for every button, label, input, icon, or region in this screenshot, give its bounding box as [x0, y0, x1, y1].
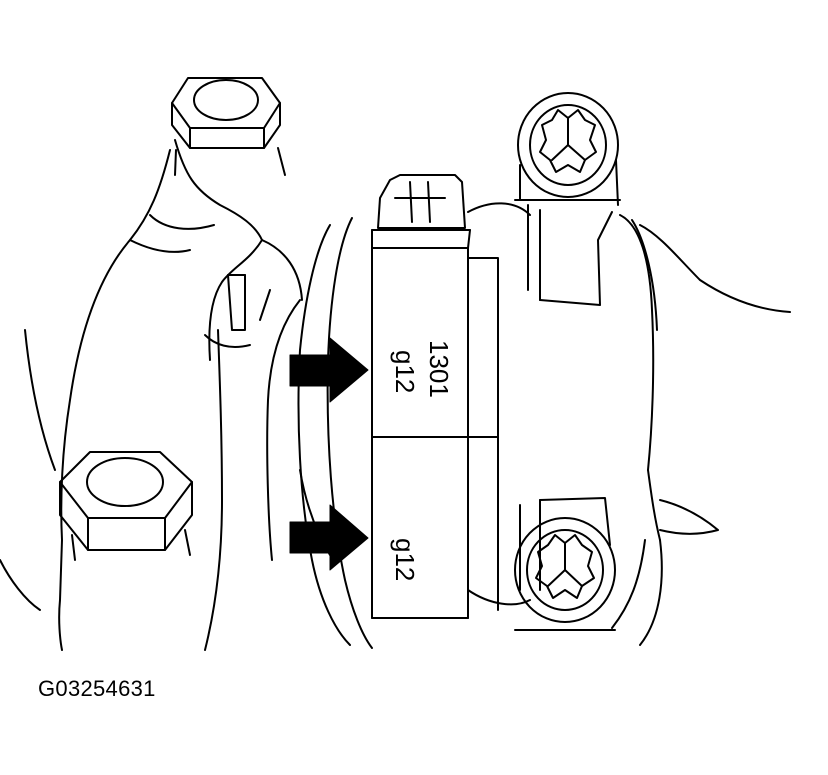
lower-left-hex-nut — [59, 451, 193, 561]
lower-right-torx-bolt — [514, 517, 616, 623]
lower-arrow-icon — [289, 504, 369, 571]
upper-code-label: 1301 — [424, 340, 454, 398]
upper-left-hex-nut — [171, 77, 286, 176]
crankshaft-journal — [297, 217, 373, 649]
figure-id: G03254631 — [38, 676, 156, 701]
bearing-cap — [467, 199, 791, 646]
upper-marking: 1301 g12 — [390, 340, 454, 398]
upper-grade-label: g12 — [390, 350, 420, 393]
upper-right-torx-bolt — [517, 92, 619, 206]
lower-grade-label: g12 — [390, 538, 420, 581]
lower-marking: g12 — [390, 538, 420, 581]
left-connecting-rod — [0, 139, 303, 651]
upper-arrow-icon — [289, 337, 369, 403]
bearing-shell — [371, 174, 499, 619]
